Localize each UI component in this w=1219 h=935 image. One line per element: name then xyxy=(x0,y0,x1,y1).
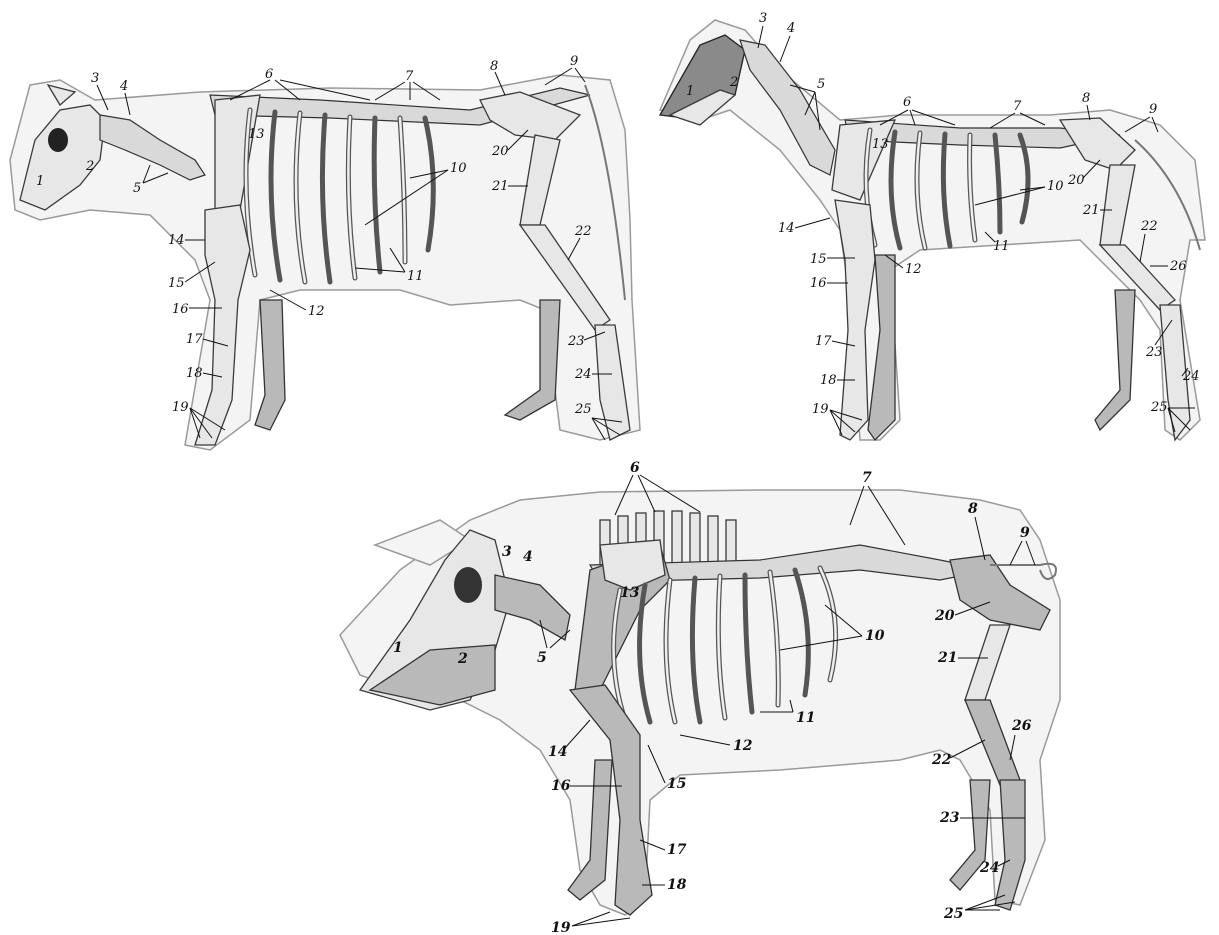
horse-label-25: 25 xyxy=(1150,400,1168,415)
pig-label-9: 9 xyxy=(1020,525,1030,541)
cow-label-18: 18 xyxy=(186,366,203,381)
pig-label-15: 15 xyxy=(667,776,686,792)
cow-label-23: 23 xyxy=(567,334,585,349)
pig-label-24: 24 xyxy=(979,860,999,876)
horse-label-23: 23 xyxy=(1145,345,1163,360)
horse-label-5: 5 xyxy=(817,77,825,92)
cow-label-21: 21 xyxy=(491,179,509,194)
horse-label-3: 3 xyxy=(759,11,767,26)
cow-label-6: 6 xyxy=(265,67,273,82)
cow-foreleg-far xyxy=(255,300,285,430)
pig-label-1: 1 xyxy=(393,640,403,656)
horse-skeleton-figure: 1 2 3 4 5 6 7 8 9 10 11 xyxy=(660,11,1205,440)
horse-label-26: 26 xyxy=(1169,259,1187,274)
pig-label-2: 2 xyxy=(457,651,468,667)
pig-label-19: 19 xyxy=(551,920,571,935)
pig-label-17: 17 xyxy=(667,842,687,858)
horse-label-2: 2 xyxy=(729,75,738,90)
pig-label-26: 26 xyxy=(1011,718,1032,734)
horse-label-13: 13 xyxy=(872,137,889,152)
pig-label-22: 22 xyxy=(931,752,952,768)
cow-label-7: 7 xyxy=(405,69,414,84)
pig-label-21: 21 xyxy=(937,650,957,666)
cow-label-12: 12 xyxy=(308,304,325,319)
cow-label-8: 8 xyxy=(490,59,498,74)
horse-label-10: 10 xyxy=(1047,179,1064,194)
horse-label-16: 16 xyxy=(810,276,827,291)
cow-label-4: 4 xyxy=(119,79,128,94)
pig-label-16: 16 xyxy=(551,778,571,794)
cow-label-25: 25 xyxy=(574,402,592,417)
pig-label-3: 3 xyxy=(502,544,512,560)
cow-label-2: 2 xyxy=(85,159,94,174)
horse-label-19: 19 xyxy=(812,402,829,417)
horse-label-15: 15 xyxy=(810,252,827,267)
pig-label-8: 8 xyxy=(968,501,978,517)
pig-label-14: 14 xyxy=(548,744,567,760)
horse-label-11: 11 xyxy=(993,239,1010,254)
horse-label-8: 8 xyxy=(1082,91,1090,106)
cow-label-5: 5 xyxy=(133,181,141,196)
pig-label-18: 18 xyxy=(667,877,687,893)
horse-label-12: 12 xyxy=(905,262,922,277)
cow-hind-far xyxy=(505,300,560,420)
horse-label-1: 1 xyxy=(686,84,694,99)
pig-label-11: 11 xyxy=(796,710,815,726)
pig-label-23: 23 xyxy=(939,810,960,826)
pig-label-10: 10 xyxy=(865,628,885,644)
pig-label-25: 25 xyxy=(943,906,963,922)
horse-label-14: 14 xyxy=(778,221,795,236)
pig-label-5: 5 xyxy=(537,650,547,666)
cow-label-24: 24 xyxy=(574,367,592,382)
cow-label-15: 15 xyxy=(168,276,185,291)
cow-label-10: 10 xyxy=(450,161,467,176)
horse-label-9: 9 xyxy=(1149,102,1157,117)
pig-label-20: 20 xyxy=(934,608,955,624)
cow-label-3: 3 xyxy=(91,71,99,86)
horse-label-21: 21 xyxy=(1082,203,1100,218)
cow-orbit xyxy=(48,128,68,152)
pig-orbit xyxy=(454,567,482,603)
pig-label-12: 12 xyxy=(733,738,753,754)
cow-label-20: 20 xyxy=(491,144,509,159)
horse-label-17: 17 xyxy=(815,334,832,349)
horse-label-24: 24 xyxy=(1182,369,1200,384)
pig-label-6: 6 xyxy=(630,460,640,476)
cow-label-22: 22 xyxy=(574,224,592,239)
cow-label-14: 14 xyxy=(168,233,185,248)
pig-label-4: 4 xyxy=(523,549,533,565)
horse-label-6: 6 xyxy=(903,95,911,110)
horse-label-7: 7 xyxy=(1013,99,1022,114)
pig-skeleton-figure: 1 2 3 4 5 6 7 8 9 10 11 12 xyxy=(340,460,1060,935)
cow-label-16: 16 xyxy=(172,302,189,317)
pig-label-7: 7 xyxy=(862,470,872,486)
horse-label-18: 18 xyxy=(820,373,837,388)
horse-label-22: 22 xyxy=(1140,219,1158,234)
cow-skeleton-figure: 1 2 3 4 5 6 7 8 9 10 11 xyxy=(10,54,640,450)
horse-label-20: 20 xyxy=(1067,173,1085,188)
cow-label-17: 17 xyxy=(186,332,203,347)
cow-label-9: 9 xyxy=(570,54,578,69)
cow-label-19: 19 xyxy=(172,400,189,415)
cow-label-13: 13 xyxy=(248,127,265,142)
cow-label-1: 1 xyxy=(36,174,44,189)
horse-hind-far xyxy=(1095,290,1135,430)
pig-label-13: 13 xyxy=(620,585,640,601)
horse-label-4: 4 xyxy=(786,21,795,36)
cow-label-11: 11 xyxy=(407,269,424,284)
